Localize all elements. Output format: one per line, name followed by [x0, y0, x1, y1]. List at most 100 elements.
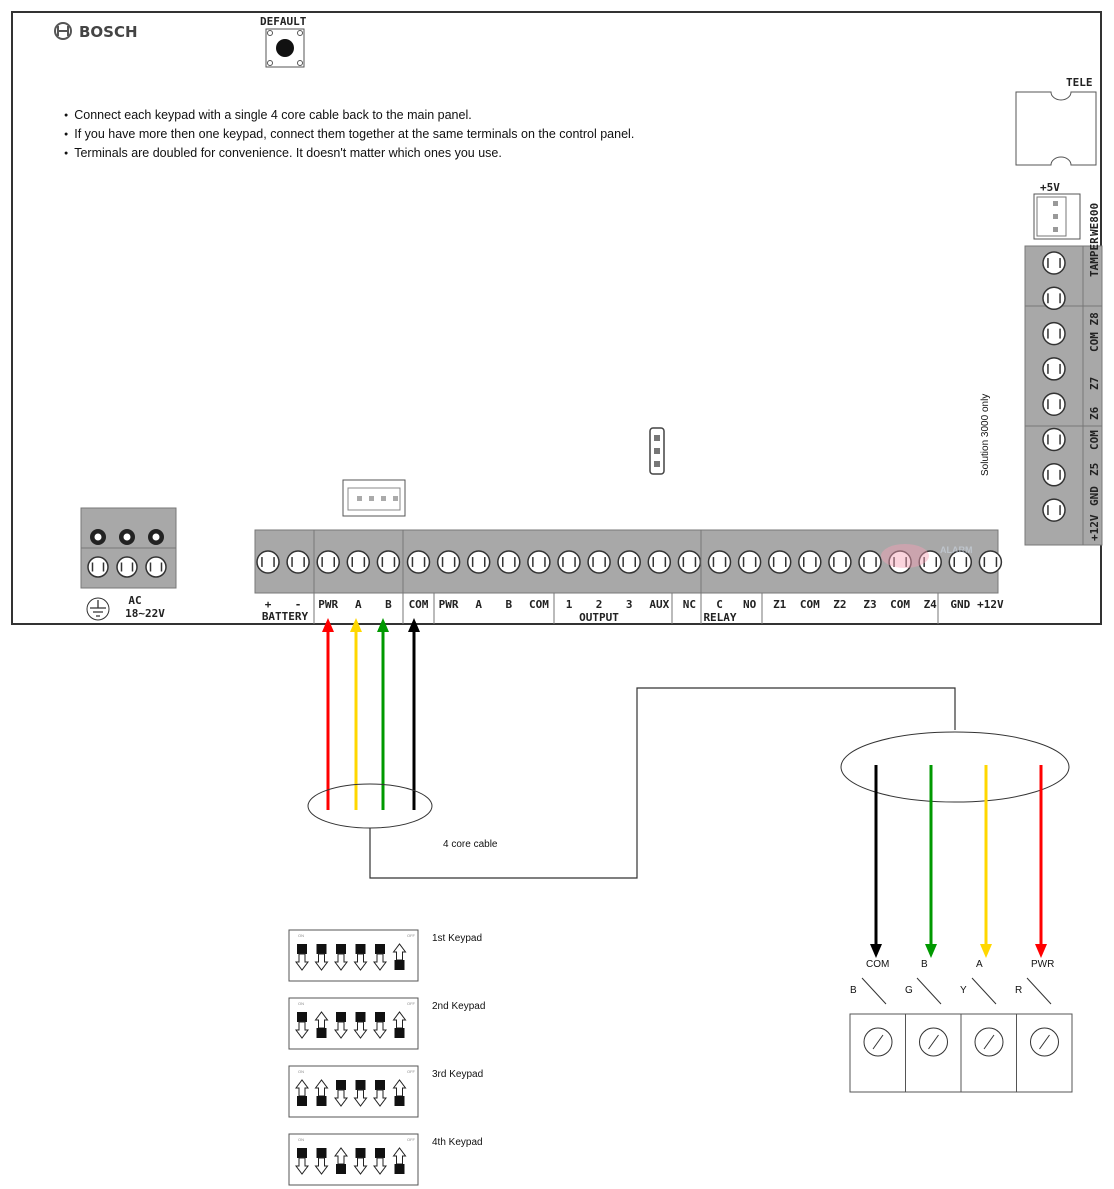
ac-label: AC: [128, 594, 141, 607]
terminal-screw: [798, 550, 822, 574]
we800-connector: +5V WE800: [1033, 181, 1101, 240]
default-label: DEFAULT: [260, 15, 307, 28]
cable-bundle-keypad: [840, 731, 1070, 803]
side-terminal-label: COM Z8: [1088, 312, 1101, 352]
terminal-screw: [256, 550, 280, 574]
dip-switch-up: [392, 1011, 407, 1038]
cable-label: 4 core cable: [443, 839, 498, 850]
dip-switch-up: [392, 943, 407, 970]
dip-switch-up: [314, 1079, 329, 1106]
terminal-screw: [888, 550, 912, 574]
terminal-label: 1: [566, 598, 573, 611]
ac-terminal-hole: [148, 529, 164, 545]
side-terminal-label: GND: [1088, 486, 1101, 506]
ac-terminal-hole: [90, 529, 106, 545]
dip-switch-down: [373, 944, 387, 971]
ac-terminal-block: AC 18~22V: [80, 507, 177, 621]
panel-wires: [322, 618, 420, 810]
brand-text: BOSCH: [79, 23, 138, 41]
terminal-screw: [617, 550, 641, 574]
terminal-label: +: [265, 598, 272, 611]
dip-switch-down: [295, 944, 309, 971]
terminal-screw: [767, 550, 792, 574]
note-item: If you have more then one keypad, connec…: [64, 125, 634, 144]
ground-icon: [86, 597, 110, 621]
bosch-logo: BOSCH: [54, 22, 138, 41]
keypad-terminal-label: PWR: [1031, 959, 1054, 970]
dip-switch-down: [314, 1148, 329, 1175]
terminal-screw: [116, 556, 138, 578]
terminal-label: B: [385, 598, 392, 611]
terminal-screw: [647, 550, 672, 574]
dip-switch-up: [314, 1011, 329, 1038]
dip-switch-down: [373, 1148, 387, 1175]
terminal-screw: [466, 550, 491, 574]
terminal-label: NC: [683, 598, 696, 611]
output-label: OUTPUT: [579, 611, 619, 624]
svg-text:OFF: OFF: [407, 1069, 416, 1074]
side-terminal-label: COM: [1088, 430, 1101, 450]
keypad-terminal-label: A: [976, 959, 983, 970]
dip-switch-down: [314, 944, 329, 971]
terminal-screw: [1042, 321, 1066, 346]
terminal-screw: [286, 550, 310, 574]
terminal-screw: [858, 550, 882, 574]
wire-arrow: [980, 944, 992, 958]
terminal-screw: [145, 556, 167, 578]
jumper-header: [649, 427, 665, 475]
terminal-label: 3: [626, 598, 633, 611]
terminal-screw: [828, 550, 852, 574]
svg-text:ON: ON: [298, 1069, 304, 1074]
wire-slash: [971, 977, 997, 1005]
side-terminal-label: Z6: [1088, 406, 1101, 420]
side-terminal-label: +12V: [1088, 514, 1101, 541]
wire-slash: [916, 977, 942, 1005]
battery-label: BATTERY: [262, 610, 309, 623]
keypad-terminal-screw: [1030, 1027, 1059, 1057]
dip-switch-down: [334, 1080, 348, 1107]
default-button: DEFAULT: [260, 15, 307, 68]
wire-arrow: [870, 944, 882, 958]
terminal-label: -: [295, 598, 302, 611]
wire-slash: [1026, 977, 1052, 1005]
keypad-number-label: 3rd Keypad: [432, 1069, 483, 1080]
wire-arrow: [408, 618, 420, 632]
wire-arrow: [377, 618, 389, 632]
terminal-label: Z1: [773, 598, 787, 611]
keypad-terminal-block: [849, 1013, 1073, 1093]
terminal-label: GND: [950, 598, 970, 611]
ac-voltage: 18~22V: [125, 607, 165, 620]
wire-color-code: Y: [960, 985, 967, 996]
wire-arrow: [1035, 944, 1047, 958]
dip-switch-up: [392, 1079, 407, 1106]
terminal-screw: [1042, 357, 1066, 381]
svg-text:OFF: OFF: [407, 933, 416, 938]
terminal-screw: [527, 550, 551, 574]
instruction-notes: Connect each keypad with a single 4 core…: [64, 106, 634, 163]
keypad-dip-switch: ON OFF 3rd Keypad: [288, 1065, 483, 1118]
svg-text:OFF: OFF: [407, 1001, 416, 1006]
terminal-screw: [406, 550, 431, 574]
terminal-label: Z4: [924, 598, 938, 611]
terminal-label: A: [355, 598, 362, 611]
dip-switch-down: [373, 1012, 387, 1039]
terminal-screw: [587, 550, 611, 574]
keypad-header-connector: [342, 479, 406, 517]
terminal-label: AUX: [649, 598, 669, 611]
side-terminal-label: Z5: [1088, 463, 1101, 476]
terminal-screw: [1042, 427, 1066, 452]
svg-text:ALARM: ALARM: [940, 545, 973, 555]
keypad-terminal-screw: [919, 1027, 948, 1057]
terminal-screw: [918, 550, 942, 574]
keypad-terminal-label: COM: [866, 959, 889, 970]
note-item: Terminals are doubled for convenience. I…: [64, 144, 634, 163]
relay-label: RELAY: [703, 611, 736, 624]
side-terminal-label: Z7: [1088, 377, 1101, 390]
svg-text:OFF: OFF: [407, 1137, 416, 1142]
